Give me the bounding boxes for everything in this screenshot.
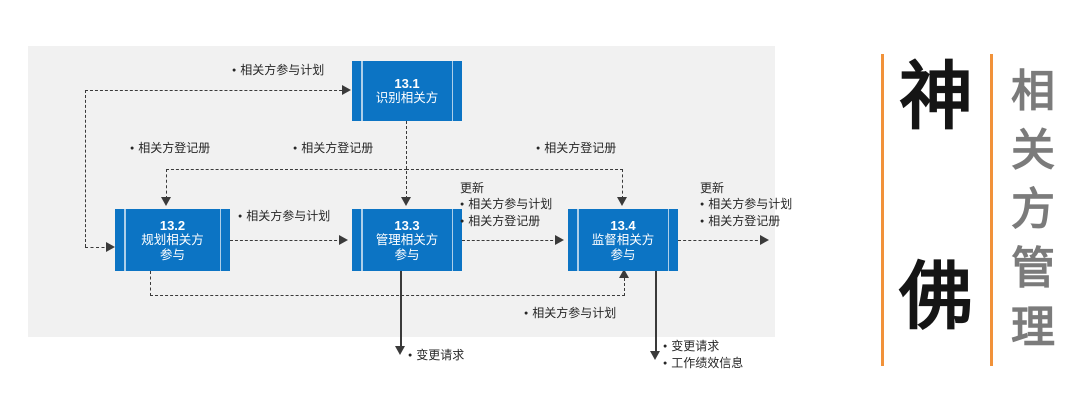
connector-feedback-up-134 (624, 273, 625, 296)
label-registry-left: 相关方登记册 (130, 140, 210, 157)
process-box-13-3[interactable]: 13.3 管理相关方 参与 (352, 209, 462, 271)
arrowhead-outputs-134 (649, 351, 660, 360)
accent-line-left (881, 54, 884, 366)
process-number: 13.3 (394, 217, 420, 233)
process-name: 识别相关方 (375, 91, 439, 105)
connector-133-change-request (400, 271, 402, 349)
connector-133-to-134 (462, 240, 558, 241)
process-box-13-2[interactable]: 13.2 规划相关方 参与 (115, 209, 230, 271)
process-box-13-4[interactable]: 13.4 监督相关方 参与 (568, 209, 678, 271)
label-outputs-134: 变更请求 工作绩效信息 (663, 338, 743, 372)
label-update-item2: 相关方登记册 (700, 213, 792, 230)
process-box-13-1[interactable]: 13.1 识别相关方 (352, 61, 462, 121)
connector-131-to-133 (406, 121, 407, 199)
connector-registry-branch-right (406, 169, 623, 170)
arrowhead-into-132-top (160, 197, 171, 206)
title-char-3: 方 (1011, 184, 1055, 235)
arrowhead-into-131-left (342, 84, 351, 95)
arrowhead-into-133-top (400, 197, 411, 206)
label-update-heading: 更新 (460, 181, 485, 195)
label-registry-right: 相关方登记册 (536, 140, 616, 157)
process-name-line2: 参与 (610, 247, 636, 262)
process-number: 13.2 (159, 217, 186, 233)
connector-registry-down-132 (166, 169, 167, 199)
label-registry-mid: 相关方登记册 (293, 140, 373, 157)
label-update-mid: 更新 相关方参与计划 相关方登记册 (460, 180, 552, 230)
label-update-right: 更新 相关方参与计划 相关方登记册 (700, 180, 792, 230)
label-change-request: 变更请求 (663, 338, 743, 355)
process-number: 13.4 (610, 217, 636, 233)
connector-132-to-133 (230, 240, 342, 241)
arrowhead-into-133-left (339, 234, 348, 245)
title-char-1: 相 (1011, 66, 1055, 117)
process-name-line1: 监督相关方 (591, 232, 655, 247)
connector-feedback-up-132 (150, 271, 151, 296)
process-number: 13.1 (394, 76, 420, 91)
arrowhead-exit-right (760, 234, 769, 245)
title-char-2: 关 (1011, 125, 1055, 176)
connector-registry-branch (166, 169, 407, 170)
connector-left-vertical (85, 90, 86, 247)
arrowhead-into-134-top (616, 197, 627, 206)
connector-top-to-131 (85, 90, 347, 91)
label-plan-132-to-133: 相关方参与计划 (238, 208, 330, 225)
title-panel: 神 佛 相 关 方 管 理 (860, 40, 1070, 380)
label-update-item1: 相关方参与计划 (460, 196, 552, 213)
arrowhead-into-134-bottom (618, 269, 629, 278)
accent-line-right (990, 54, 993, 366)
label-plan-bottom-feedback: 相关方参与计划 (524, 305, 616, 322)
title-char-4: 管 (1011, 243, 1055, 294)
connector-left-into-132 (85, 247, 110, 248)
arrowhead-into-134-left (555, 234, 564, 245)
label-work-performance: 工作绩效信息 (663, 355, 743, 372)
label-plan-to-131: 相关方参与计划 (232, 62, 324, 79)
arrowhead-change-request-133 (394, 346, 405, 355)
vertical-title: 相 关 方 管 理 (1002, 62, 1064, 357)
label-update-item2: 相关方登记册 (460, 213, 552, 230)
arrowhead-into-132-left (106, 241, 115, 252)
process-name-line1: 管理相关方 (375, 232, 439, 247)
label-update-item1: 相关方参与计划 (700, 196, 792, 213)
label-update-heading: 更新 (700, 181, 725, 195)
brand-char-2: 佛 (899, 254, 973, 340)
title-char-5: 理 (1011, 302, 1055, 353)
process-name-line2: 参与 (394, 247, 420, 262)
connector-134-outputs (655, 271, 657, 354)
connector-134-to-exit (678, 240, 763, 241)
brand-char-1: 神 (899, 54, 973, 140)
connector-registry-down-134 (622, 169, 623, 199)
label-change-request-133: 变更请求 (408, 347, 464, 364)
process-name-line2: 参与 (159, 247, 185, 262)
process-name-line1: 规划相关方 (141, 232, 204, 247)
connector-bottom-feedback (150, 295, 625, 296)
